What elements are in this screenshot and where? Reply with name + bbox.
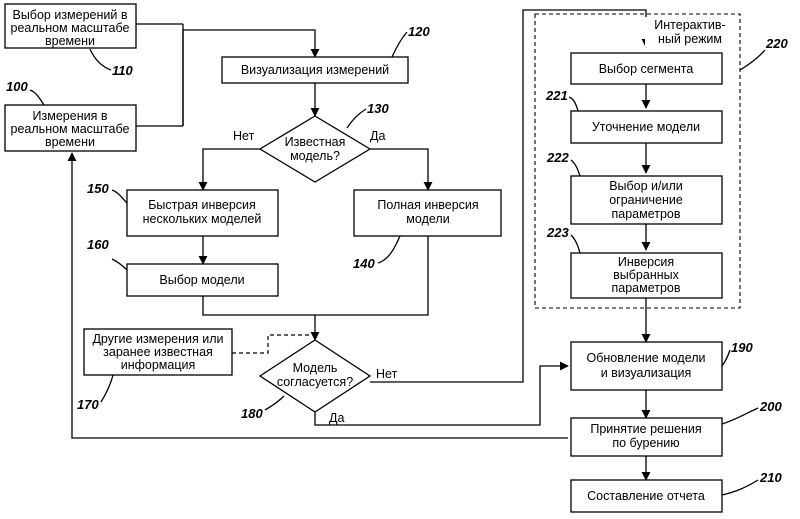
box-decision-line2: по бурению — [612, 436, 679, 450]
ref-170: 170 — [77, 397, 99, 412]
box-fast-line1: Быстрая инверсия — [148, 198, 256, 212]
leader-190 — [722, 350, 730, 366]
connector-known-yes — [370, 149, 428, 190]
box-decision: Принятие решения по бурению — [571, 418, 722, 456]
label-known-no: Нет — [233, 129, 255, 143]
ref-221: 221 — [545, 88, 568, 103]
ref-190: 190 — [731, 340, 753, 355]
box-other-line2: заранее известная — [103, 345, 213, 359]
connector-full-merge — [315, 236, 428, 340]
ref-150: 150 — [87, 181, 109, 196]
ref-120: 120 — [408, 24, 430, 39]
box-full-line2: модели — [406, 212, 449, 226]
ref-130: 130 — [367, 101, 389, 116]
leader-221 — [569, 97, 578, 111]
box-inversion-line1: Инверсия — [618, 255, 674, 269]
decision-known-line2: модель? — [290, 149, 340, 163]
box-rt-meas-line2: реальном масштабе — [11, 122, 130, 136]
box-full-inversion: Полная инверсия модели — [354, 190, 501, 236]
box-rt-select-line2: реальном масштабе — [11, 21, 130, 35]
connector-select-merge — [203, 296, 315, 315]
box-rt-select: Выбор измерений в реальном масштабе врем… — [5, 4, 136, 48]
box-visual-label: Визуализация измерений — [241, 63, 389, 77]
box-update: Обновление модели и визуализация — [571, 342, 722, 390]
box-select-model-label: Выбор модели — [159, 273, 244, 287]
box-rt-meas-line1: Измерения в — [33, 109, 108, 123]
leader-140 — [378, 236, 400, 263]
interactive-mode-label: Интерактив- ный режим — [645, 17, 735, 47]
leader-130 — [347, 109, 366, 128]
leader-220 — [740, 50, 765, 70]
interactive-label-line2: ный режим — [658, 32, 722, 46]
leader-180 — [265, 396, 284, 410]
label-consistent-yes: Да — [329, 411, 344, 425]
ref-160: 160 — [87, 237, 109, 252]
box-inversion-line3: параметров — [611, 281, 680, 295]
box-inversion-line2: выбранных — [613, 268, 679, 282]
box-report-label: Составление отчета — [587, 489, 705, 503]
interactive-label-line1: Интерактив- — [654, 18, 725, 32]
box-fast-inversion: Быстрая инверсия нескольких моделей — [127, 190, 278, 236]
box-report: Составление отчета — [571, 480, 722, 512]
box-refine-label: Уточнение модели — [592, 120, 700, 134]
box-full-line1: Полная инверсия — [377, 198, 478, 212]
ref-110: 110 — [112, 63, 133, 78]
box-segment: Выбор сегмента — [571, 53, 722, 84]
box-fast-line2: нескольких моделей — [143, 212, 262, 226]
box-rt-measurements: Измерения в реальном масштабе времени — [5, 105, 136, 151]
leader-210 — [722, 480, 758, 495]
connector-known-no — [203, 149, 260, 190]
ref-100: 100 — [6, 79, 28, 94]
box-params-line3: параметров — [611, 207, 680, 221]
decision-consistent: Модель согласуется? — [260, 340, 370, 412]
box-update-line2: и визуализация — [601, 366, 692, 380]
box-visualization: Визуализация измерений — [222, 57, 408, 83]
box-params: Выбор и/или ограничение параметров — [571, 176, 722, 224]
box-segment-label: Выбор сегмента — [599, 62, 694, 76]
ref-210: 210 — [759, 470, 782, 485]
ref-222: 222 — [546, 150, 569, 165]
decision-consistent-line1: Модель — [293, 361, 338, 375]
ref-180: 180 — [241, 406, 263, 421]
leader-223 — [571, 235, 580, 253]
box-select-model: Выбор модели — [127, 264, 278, 296]
leader-170 — [101, 375, 113, 402]
box-inversion-selected: Инверсия выбранных параметров — [571, 253, 722, 298]
box-rt-select-line1: Выбор измерений в — [12, 8, 127, 22]
ref-223: 223 — [546, 225, 569, 240]
box-rt-meas-line3: времени — [45, 135, 95, 149]
decision-known-model: Известная модель? — [260, 116, 370, 182]
label-consistent-no: Нет — [376, 367, 398, 381]
leader-120 — [392, 32, 407, 57]
ref-200: 200 — [759, 399, 782, 414]
ref-220: 220 — [765, 36, 788, 51]
box-other-line1: Другие измерения или — [92, 332, 223, 346]
label-known-yes: Да — [370, 129, 385, 143]
box-rt-select-line3: времени — [45, 34, 95, 48]
box-params-line1: Выбор и/или — [609, 179, 683, 193]
leader-160 — [112, 259, 127, 270]
leader-150 — [112, 190, 127, 203]
box-other-info: Другие измерения или заранее известная и… — [84, 329, 232, 375]
decision-known-line1: Известная — [285, 135, 346, 149]
box-refine: Уточнение модели — [571, 111, 722, 143]
leader-200 — [722, 408, 758, 424]
box-update-line1: Обновление модели — [586, 351, 705, 365]
box-params-line2: ограничение — [609, 193, 683, 207]
leader-222 — [571, 160, 580, 176]
ref-140: 140 — [353, 256, 375, 271]
leader-100 — [30, 90, 44, 105]
box-other-line3: информация — [121, 358, 196, 372]
leader-110 — [90, 49, 111, 70]
decision-consistent-line2: согласуется? — [277, 375, 353, 389]
box-decision-line1: Принятие решения — [590, 422, 701, 436]
